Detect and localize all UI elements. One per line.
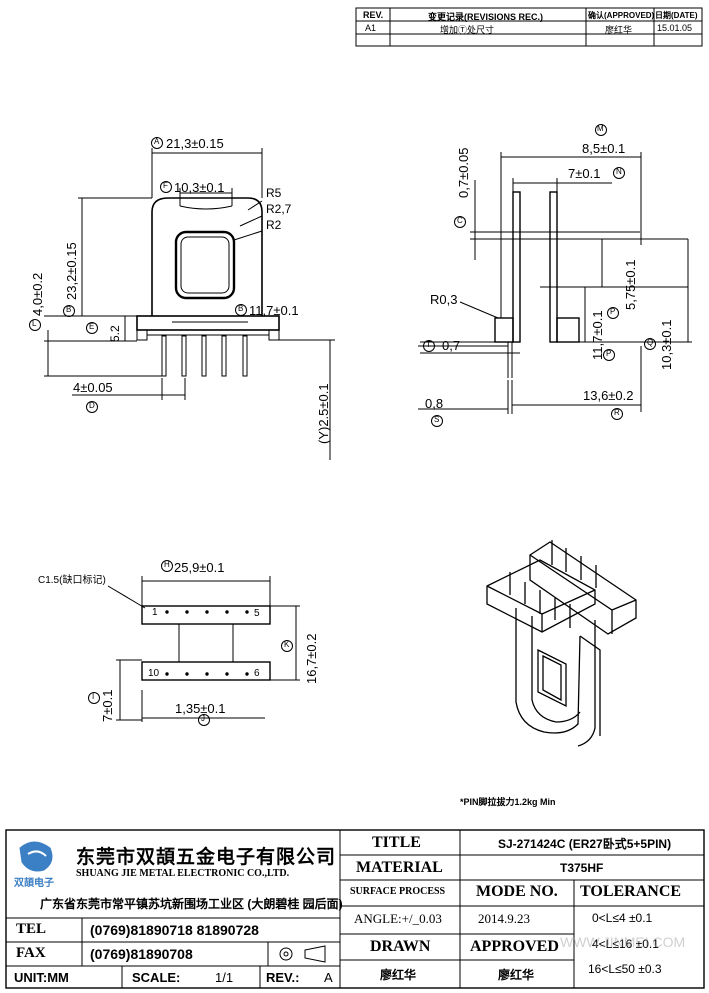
watermark: WWW.JINMEI.COM (560, 934, 686, 950)
pin-label-1: 1 (152, 607, 158, 618)
surface-label: SURFACE PROCESS (350, 886, 446, 897)
dim-p: 11,7±0.1 (590, 310, 605, 360)
rev-header: REV. (363, 10, 384, 20)
dim-y: (Y)2.5±0.1 (316, 383, 331, 444)
dim-i: 7±0.1 (100, 689, 115, 722)
dim-c15: C1.5(缺口标记) (38, 575, 106, 586)
company-name-cn: 东莞市双頡五金电子有限公司 (76, 847, 337, 868)
marker-c: C (457, 216, 463, 225)
rev-label: REV.: (266, 970, 300, 985)
marker-j: J (201, 714, 205, 723)
marker-b: B (238, 304, 244, 313)
dim-f: 10,3±0.1 (174, 180, 225, 195)
title-value: SJ-271424C (ER27卧式5+5PIN) (498, 837, 672, 851)
logo-text: 双頡电子 (14, 878, 54, 889)
marker-i: I (92, 692, 95, 701)
drawn-label: DRAWN (370, 938, 431, 955)
marker-h: H (164, 560, 170, 569)
front-view (44, 148, 335, 460)
dim-t: 0,7 (442, 338, 461, 353)
pin-note: *PIN脚拉拔力1.2kg Min (460, 797, 556, 807)
marker-d: D (89, 401, 95, 410)
fax-label: FAX (16, 945, 46, 961)
fax-value: (0769)81890708 (90, 946, 193, 962)
circle-markers (29, 124, 656, 726)
dim-m: 8,5±0.1 (582, 141, 626, 156)
side-view (418, 152, 692, 414)
revision-table (355, 7, 703, 47)
approved-value: 廖红华 (498, 968, 535, 982)
rev-value: A (324, 970, 333, 985)
marker-t: T (426, 340, 431, 349)
tolerance-label: TOLERANCE (580, 883, 682, 900)
date-header: 日期(DATE) (655, 11, 698, 20)
dim-q: 10,3±0.1 (659, 319, 674, 370)
dim-o: 5,75±0.1 (623, 259, 638, 310)
title-block-grid (5, 829, 705, 989)
dim-l: 4,0±0.2 (30, 272, 45, 316)
tel-value: (0769)81890718 81890728 (90, 922, 259, 938)
angle-value: ANGLE:+/_0.03 (354, 911, 442, 926)
rev-row-record: 增加Ⓣ处尺寸 (440, 25, 495, 35)
marker-o: P (610, 307, 616, 316)
marker-b-left: B (66, 305, 72, 314)
marker-n: N (616, 167, 622, 176)
tolerance-row-1: 0<L≤4 ±0.1 (592, 911, 653, 925)
dim-r2: R2 (266, 218, 282, 232)
company-name-en: SHUANG JIE METAL ELECTRONIC CO.,LTD. (76, 868, 290, 879)
unit-label: UNIT:MM (14, 970, 69, 985)
marker-p: P (606, 349, 612, 358)
marker-e: E (89, 322, 95, 331)
material-value: T375HF (560, 861, 604, 875)
scale-value: 1/1 (215, 970, 234, 985)
dim-r27: R2,7 (266, 202, 292, 216)
pin-label-5: 5 (254, 608, 260, 619)
dim-h: 25,9±0.1 (174, 560, 225, 575)
dim-c: 0,7±0.05 (456, 147, 471, 198)
pin-label-6: 6 (254, 668, 260, 679)
marker-l: L (32, 319, 37, 328)
isometric-view (486, 540, 637, 747)
marker-m: M (597, 124, 604, 133)
dim-j: 1,35±0.1 (175, 701, 226, 716)
dim-d: 4±0.05 (73, 380, 113, 395)
dim-a: 21,3±0.15 (166, 136, 224, 151)
dim-k: 16,7±0.2 (304, 633, 319, 684)
title-label: TITLE (372, 834, 421, 851)
tolerance-row-2: 4<L≤16 ±0.1 (592, 937, 659, 951)
dim-23-2: 23,2±0.15 (64, 242, 79, 300)
record-header: 变更记录(REVISIONS REC.) (428, 12, 544, 22)
mode-no-label: MODE NO. (476, 883, 558, 900)
marker-a: A (154, 137, 160, 146)
marker-f: F (163, 181, 168, 190)
rev-row-rev: A1 (365, 23, 377, 33)
marker-q: Q (647, 338, 654, 347)
dim-s: 0,8 (425, 396, 444, 411)
tolerance-row-3: 16<L≤50 ±0.3 (588, 962, 662, 976)
tel-label: TEL (16, 921, 47, 937)
scale-label: SCALE: (132, 970, 181, 985)
company-address: 广东省东莞市常平镇苏坑新围场工业区 (大朗碧桂 园后面) (40, 897, 343, 911)
dim-n: 7±0.1 (568, 166, 601, 181)
marker-r: R (614, 408, 620, 417)
date-value: 2014.9.23 (478, 911, 530, 926)
drawn-value: 廖红华 (380, 968, 417, 982)
marker-s: S (434, 415, 440, 424)
pin-label-10: 10 (148, 668, 160, 679)
material-label: MATERIAL (356, 859, 443, 876)
dim-b: 11,7±0.1 (249, 303, 299, 318)
rev-row-date: 15.01.05 (657, 23, 693, 33)
dim-r03: R0,3 (430, 292, 458, 307)
dim-e: 5.2 (108, 325, 122, 342)
rev-row-approved: 廖红华 (605, 25, 633, 35)
bottom-view (107, 576, 300, 722)
approved-header: 确认(APPROVED) (588, 11, 655, 20)
dim-r: 13,6±0.2 (583, 388, 634, 403)
marker-k: K (284, 640, 290, 649)
dim-r5: R5 (266, 186, 282, 200)
approved-label: APPROVED (470, 938, 559, 955)
